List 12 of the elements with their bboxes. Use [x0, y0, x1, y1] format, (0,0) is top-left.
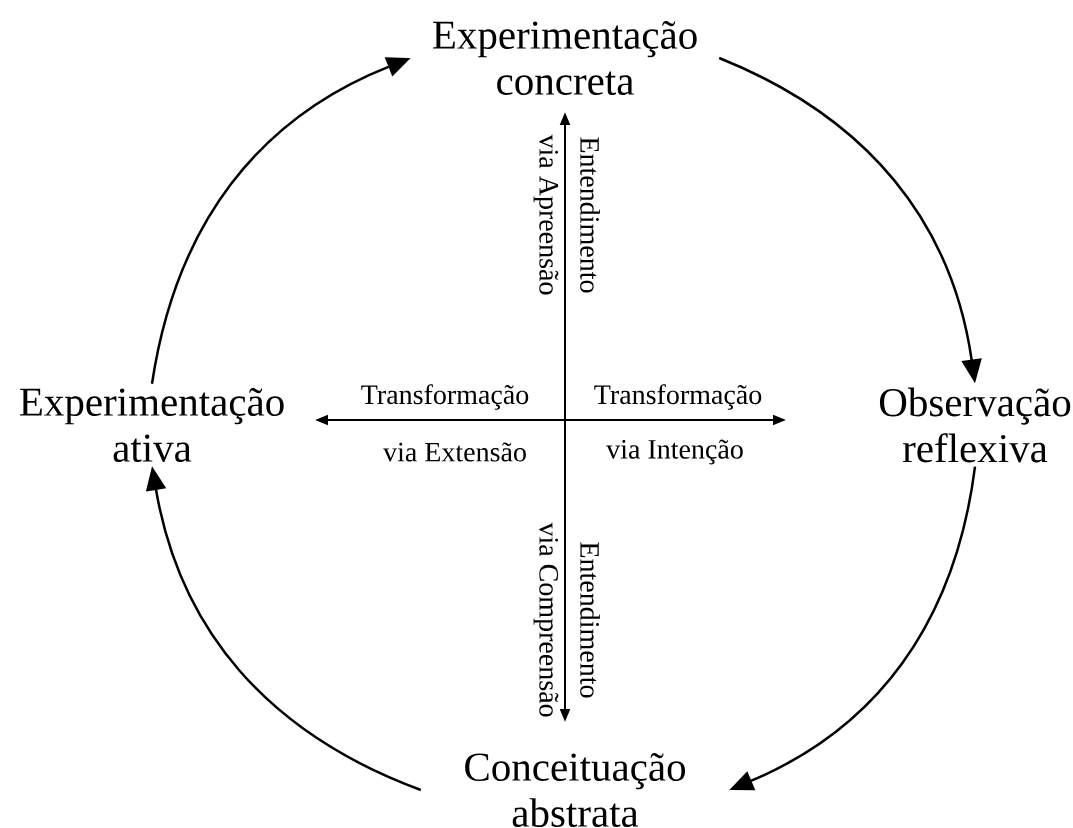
axis-label: Entendimento [580, 137, 600, 293]
axis-label: Transformação [594, 384, 762, 410]
axis-label: via Apreensão [533, 134, 559, 295]
axis-label: via Intenção [606, 439, 743, 465]
stage-label: Conceituação abstrata [465, 753, 686, 828]
stage-label: Experimentação concreta [433, 21, 697, 95]
stage-label: Observação reflexiva [879, 387, 1071, 463]
axis-label: via Compreensão [533, 522, 559, 717]
axis-label: Entendimento [580, 542, 600, 698]
stage-label: Experimentação ativa [20, 388, 284, 463]
axis-label: via Extensão [383, 442, 526, 462]
axis-label: Transformação [361, 384, 529, 410]
